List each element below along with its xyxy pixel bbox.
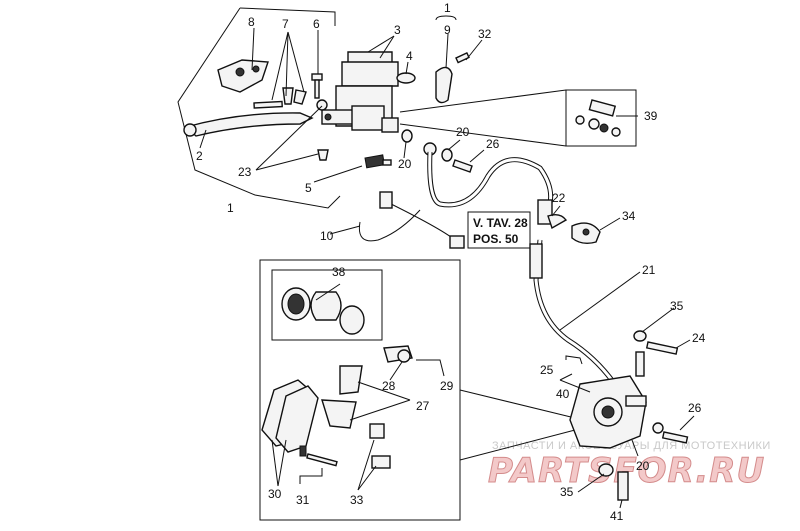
callout-20-top: 20 — [398, 157, 412, 171]
brake-lever — [183, 112, 314, 137]
callout-35-bottom: 35 — [560, 485, 574, 499]
hose-bracket-34 — [571, 222, 601, 245]
screw-6 — [311, 73, 323, 99]
callout-34: 34 — [622, 209, 636, 223]
caliper-bolts — [598, 330, 689, 501]
reference-note: V. TAV. 28 POS. 50 — [467, 211, 531, 249]
callout-39: 39 — [644, 109, 658, 123]
callout-20-bottom: 20 — [636, 459, 650, 473]
callout-35-top: 35 — [670, 299, 684, 313]
callout-29: 29 — [440, 379, 454, 393]
lever-bracket — [217, 59, 269, 93]
callout-24: 24 — [692, 331, 706, 345]
callout-21: 21 — [642, 263, 656, 277]
callout-7: 7 — [282, 17, 289, 31]
group-1-top-bracket — [435, 15, 457, 21]
callout-numbers: 8 7 6 3 4 1 9 32 2 23 5 10 20 20 26 22 3… — [196, 1, 706, 523]
callout-3: 3 — [394, 23, 401, 37]
hose-clip-22 — [547, 213, 568, 230]
brake-caliper — [569, 351, 647, 449]
leader-lines — [199, 27, 695, 509]
callout-32: 32 — [478, 27, 492, 41]
callout-41: 41 — [610, 509, 624, 523]
brake-hose-21 — [427, 151, 638, 406]
callout-22: 22 — [552, 191, 566, 205]
lever-pivot-parts — [253, 87, 307, 109]
callout-2: 2 — [196, 149, 203, 163]
callout-6: 6 — [313, 17, 320, 31]
callout-23: 23 — [238, 165, 252, 179]
callout-1-top: 1 — [444, 1, 451, 15]
brake-switch-5 — [364, 154, 392, 169]
callout-33: 33 — [350, 493, 364, 507]
callout-28: 28 — [382, 379, 396, 393]
reference-note-line2: POS. 50 — [473, 232, 519, 246]
callout-31: 31 — [296, 493, 310, 507]
lever-screws-23 — [316, 99, 329, 161]
callout-27: 27 — [416, 399, 430, 413]
callout-8: 8 — [248, 15, 255, 29]
callout-20-right: 20 — [456, 125, 470, 139]
callout-38: 38 — [332, 265, 346, 279]
callout-9: 9 — [444, 23, 451, 37]
master-cylinder — [321, 51, 399, 133]
callout-1-left: 1 — [227, 201, 234, 215]
callout-10: 10 — [320, 229, 334, 243]
inset-39 — [399, 89, 637, 147]
callout-4: 4 — [406, 49, 413, 63]
watermark-tagline: ЗАПЧАСТИ И АКСЕССУАРЫ ДЛЯ МОТОТЕХНИКИ — [492, 440, 771, 452]
callout-30: 30 — [268, 487, 282, 501]
reservoir-cap — [396, 72, 416, 84]
hose-clamp-9 — [435, 51, 470, 104]
switch-wire-10 — [358, 191, 465, 249]
callout-25: 25 — [540, 363, 554, 377]
callout-26-bottom: 26 — [688, 401, 702, 415]
reference-note-line1: V. TAV. 28 — [473, 216, 528, 230]
group-1-bracket: 1 — [177, 7, 341, 215]
callout-26-top: 26 — [486, 137, 500, 151]
callout-40: 40 — [556, 387, 570, 401]
caliper-parts-inset — [259, 259, 576, 521]
callout-5: 5 — [305, 181, 312, 195]
